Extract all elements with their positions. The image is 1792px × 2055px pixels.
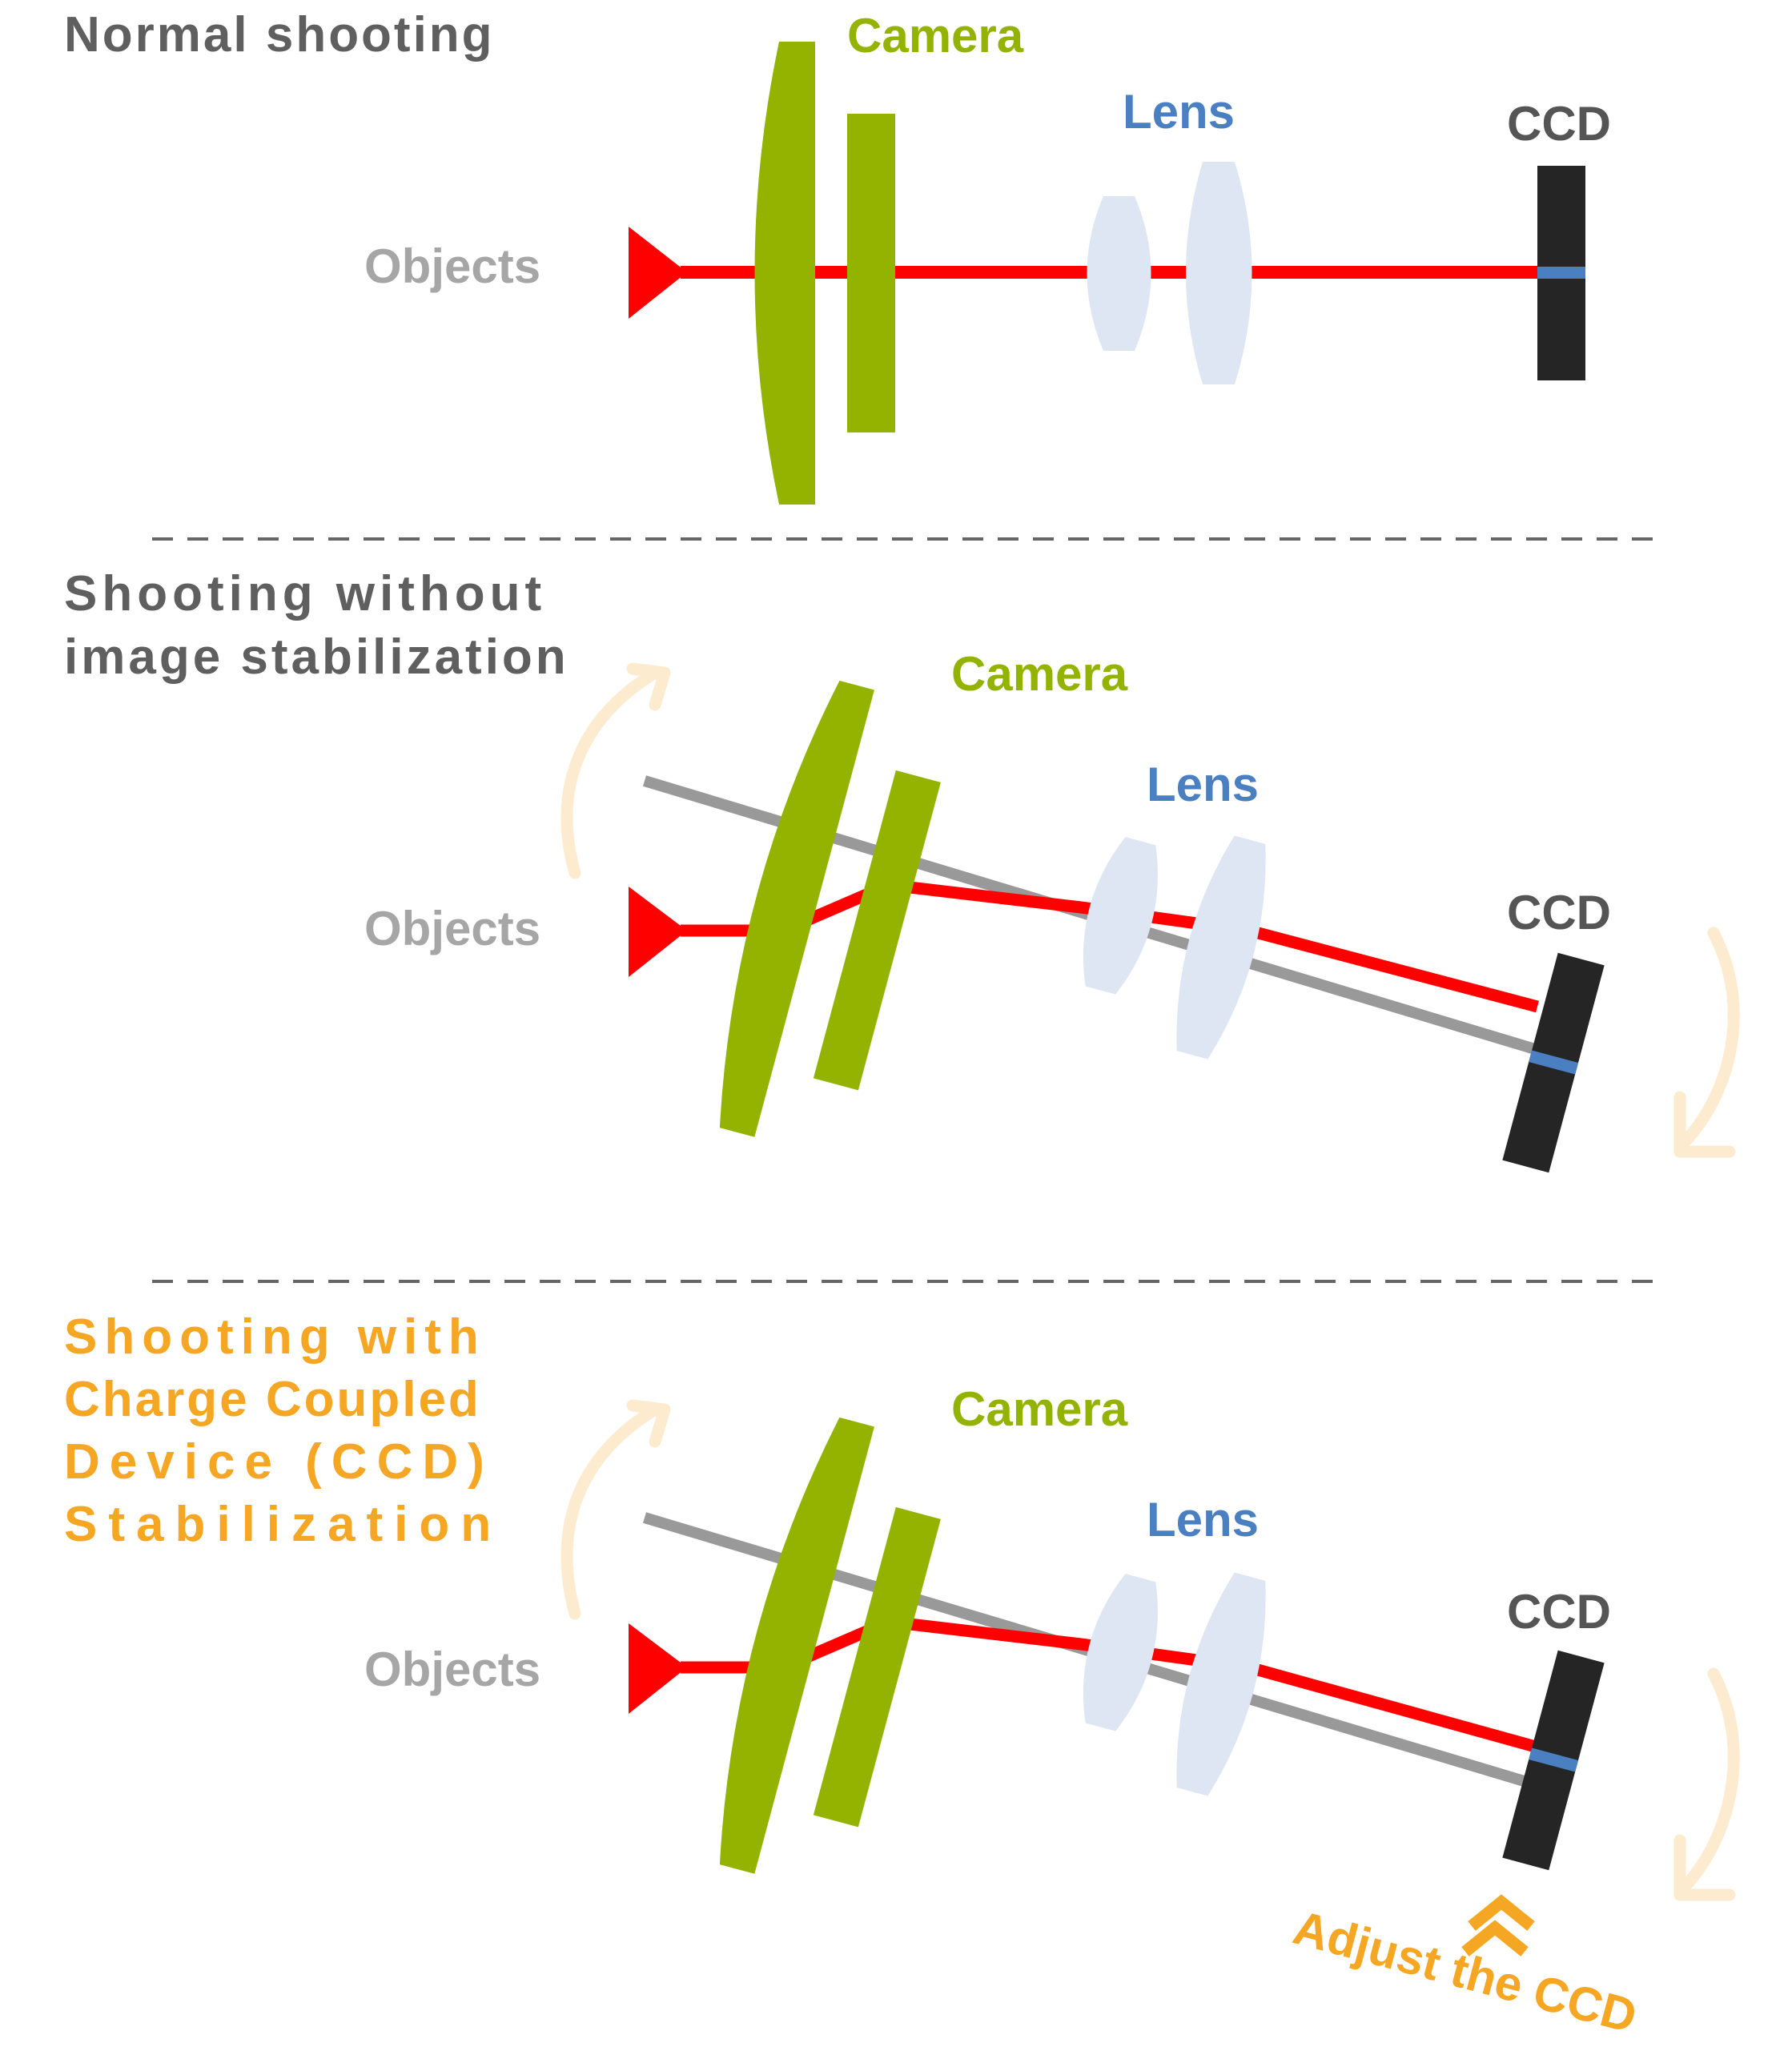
panel-title: Normal shooting (64, 7, 495, 62)
camera-label: Camera (847, 9, 1024, 62)
rotation-arrowhead-down-icon (1673, 1834, 1736, 1901)
panel-title-line-3: Device (CCD) (64, 1434, 494, 1490)
lens-small (1087, 196, 1151, 351)
panel-with-ccd-stabilization: Shooting with Charge Coupled Device (CCD… (64, 1309, 1740, 2044)
lens-large (1176, 835, 1266, 1060)
rotation-arrowhead-up-icon (626, 1399, 671, 1448)
object-arrowhead (629, 227, 687, 319)
adjust-chevron-icon (1461, 1920, 1529, 1956)
rotation-arrow-down (1675, 1667, 1740, 1896)
objects-label: Objects (364, 902, 540, 955)
camera-rear-plate (813, 770, 941, 1091)
object-arrowhead (629, 1623, 687, 1714)
ccd-label: CCD (1507, 886, 1611, 939)
rotation-arrow-down (1675, 927, 1740, 1152)
objects-label: Objects (364, 1643, 540, 1696)
lens-small (1083, 837, 1158, 995)
lens-small (1083, 1574, 1158, 1731)
ccd-center-mark (1529, 1747, 1579, 1772)
lens-large (1176, 1572, 1266, 1796)
camera-rear-plate (847, 114, 895, 432)
adjust-chevron-icon (1468, 1894, 1535, 1931)
panel-title-line-2: image stabilization (64, 629, 569, 685)
objects-label: Objects (364, 239, 540, 293)
adjust-ccd-label: Adjust the CCD (1288, 1900, 1642, 2044)
camera-front-element (754, 42, 815, 505)
ccd-center-mark (1529, 1050, 1579, 1075)
lens-label: Lens (1147, 1493, 1259, 1546)
camera-label: Camera (951, 647, 1128, 701)
panel-title-line-2: Charge Coupled (64, 1372, 481, 1427)
rotation-arrow-up (561, 666, 661, 879)
camera-front-element (719, 680, 874, 1137)
panel-without-stabilization: Shooting without image stabilization Cam… (64, 566, 1740, 1173)
panel-title-line-4: Stabilization (64, 1497, 502, 1552)
rotation-arrowhead-down-icon (1673, 1091, 1736, 1158)
lens-label: Lens (1123, 85, 1235, 139)
rotation-arrow-up (561, 1403, 661, 1620)
object-arrowhead (629, 887, 687, 977)
ccd-center-mark (1537, 267, 1585, 279)
rotation-arrowhead-up-icon (626, 662, 671, 711)
camera-front-element (719, 1417, 874, 1874)
panel-title-line-1: Shooting without (64, 566, 546, 621)
panel-normal-shooting: Normal shooting Camera Lens CCD Objects (64, 7, 1611, 505)
camera-rear-plate (813, 1506, 941, 1828)
ccd-label: CCD (1507, 97, 1611, 151)
lens-label: Lens (1147, 758, 1259, 811)
ccd-label: CCD (1507, 1585, 1611, 1639)
panel-title-line-1: Shooting with (64, 1309, 486, 1365)
camera-label: Camera (951, 1382, 1128, 1436)
lens-large (1186, 162, 1252, 384)
